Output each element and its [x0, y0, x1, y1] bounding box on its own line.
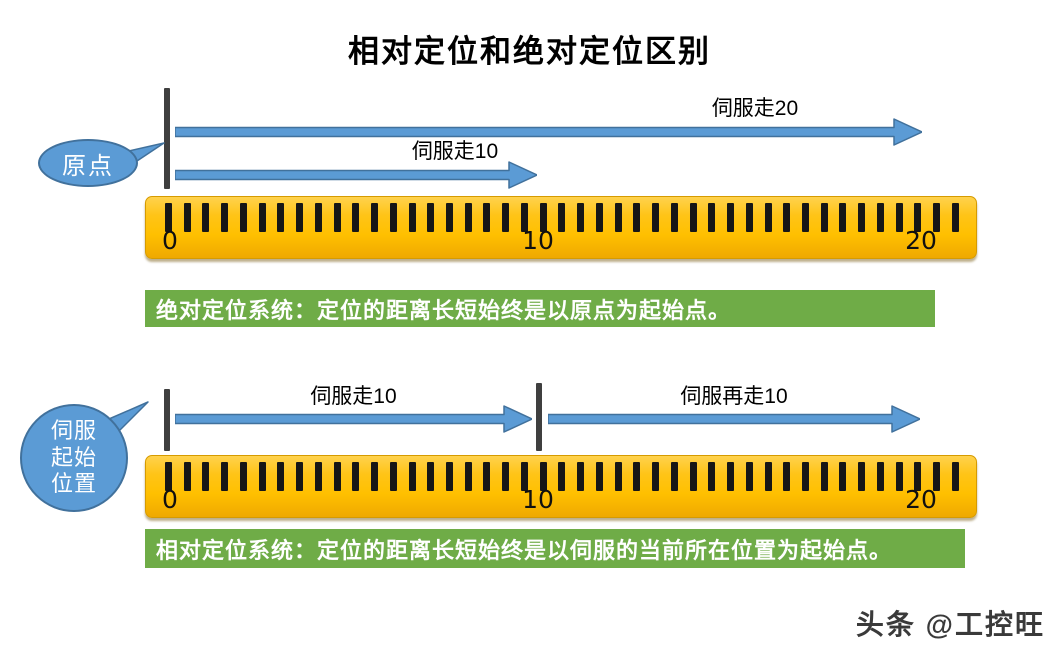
absolute-positioning-caption-text: 绝对定位系统：定位的距离长短始终是以原点为起始点。 — [156, 297, 732, 323]
arrow-servo-move-20 — [175, 118, 922, 146]
origin-marker-line — [164, 88, 170, 189]
ruler-relative: 0 10 20 — [145, 455, 977, 518]
origin-bubble-label: 原点 — [62, 152, 114, 180]
arrow-servo-move-10-label: 伺服走10 — [411, 140, 499, 163]
relative-positioning-caption: 相对定位系统：定位的距离长短始终是以伺服的当前所在位置为起始点。 — [145, 529, 965, 568]
servo-start-position-bubble: 伺服 起始 位置 — [20, 404, 128, 512]
relative-start-marker-line — [164, 389, 170, 451]
arrow-servo-first-move-10-label: 伺服走10 — [310, 385, 397, 408]
absolute-positioning-caption: 绝对定位系统：定位的距离长短始终是以原点为起始点。 — [145, 290, 935, 327]
start-bubble-line-1: 伺服 — [50, 417, 97, 443]
ruler-absolute-label-20: 20 — [905, 226, 937, 255]
arrow-servo-move-20-label: 伺服走20 — [711, 97, 799, 120]
start-bubble-line-3: 位置 — [50, 471, 97, 497]
ruler-relative-label-0: 0 — [162, 485, 178, 514]
arrow-servo-again-move-10 — [548, 405, 920, 433]
start-bubble-line-2: 起始 — [50, 444, 97, 470]
relative-positioning-caption-text: 相对定位系统：定位的距离长短始终是以伺服的当前所在位置为起始点。 — [156, 537, 893, 563]
arrow-servo-again-move-10-label: 伺服再走10 — [680, 385, 788, 408]
origin-speech-bubble: 原点 — [38, 139, 138, 187]
arrow-servo-move-10 — [175, 161, 537, 189]
ruler-absolute: 0 10 20 — [145, 196, 977, 259]
ruler-relative-label-10: 10 — [522, 485, 554, 514]
watermark-toutiao: 头条 @工控旺 — [855, 609, 1045, 640]
ruler-relative-tick-marks — [165, 462, 959, 491]
relative-mid-marker-line — [536, 383, 542, 451]
page-title: 相对定位和绝对定位区别 — [348, 34, 711, 69]
ruler-absolute-label-0: 0 — [162, 226, 178, 255]
ruler-relative-label-20: 20 — [905, 485, 937, 514]
ruler-absolute-tick-marks — [165, 203, 959, 232]
arrow-servo-first-move-10 — [175, 405, 532, 433]
ruler-absolute-label-10: 10 — [522, 226, 554, 255]
